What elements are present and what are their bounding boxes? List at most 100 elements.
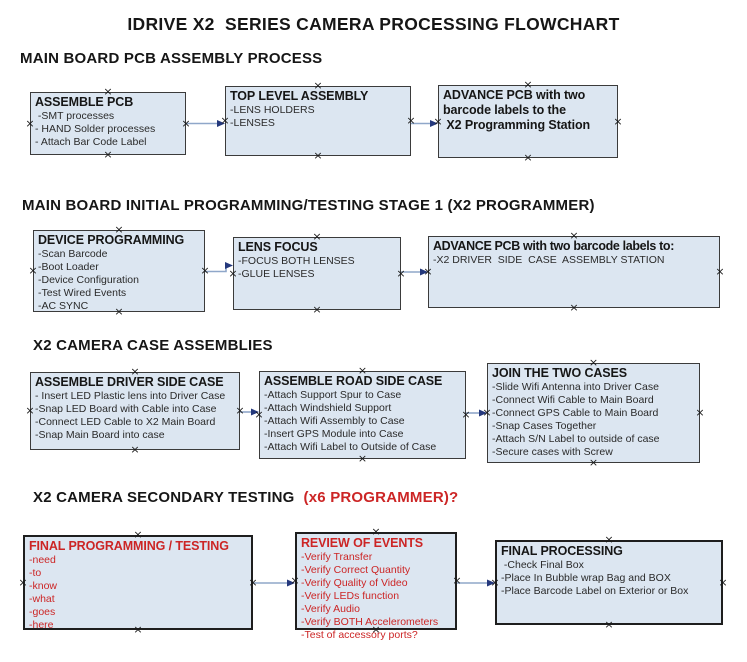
flow-box-advance-pcb-driver-side-station[interactable]: ADVANCE PCB with two barcode labels to: … [428, 236, 720, 308]
box-items: - Insert LED Plastic lens into Driver Ca… [35, 390, 236, 442]
box-title: ADVANCE PCB with two barcode labels to t… [443, 88, 591, 132]
box-item: -what [29, 593, 55, 605]
section-heading-secondary-testing-text: X2 CAMERA SECONDARY TESTING [33, 489, 295, 506]
glue-point-handle: × [114, 222, 124, 236]
box-item: -X2 DRIVER SIDE CASE ASSEMBLY STATION [433, 254, 665, 266]
glue-point-handle: × [371, 524, 381, 538]
glue-point-handle: × [130, 442, 140, 456]
connector-driver-case-to-road-case[interactable] [240, 408, 259, 416]
box-item: -FOCUS BOTH LENSES [238, 255, 355, 267]
glue-point-handle: × [523, 150, 533, 164]
box-item: -Connect LED Cable to X2 Main Board [35, 416, 216, 428]
box-item: -Test Wired Events [38, 287, 127, 299]
box-item: -AC SYNC [38, 300, 89, 312]
box-items: -Scan Barcode-Boot Loader-Device Configu… [38, 248, 201, 313]
glue-point-handle: × [718, 575, 728, 589]
section-heading-pcb-assembly: MAIN BOARD PCB ASSEMBLY PROCESS [20, 50, 323, 67]
box-item: -Attach Windshield Support [264, 402, 392, 414]
glue-point-handle: × [312, 302, 322, 316]
box-items: -LENS HOLDERS-LENSES [230, 104, 407, 130]
glue-point-handle: × [371, 622, 381, 636]
glue-point-handle: × [133, 527, 143, 541]
glue-point-handle: × [357, 363, 368, 377]
glue-point-handle: × [200, 263, 210, 277]
glue-point-handle: × [357, 451, 368, 465]
connector-review-to-final-processing[interactable] [457, 579, 495, 587]
connector-lens-focus-to-advance-station[interactable] [401, 268, 428, 276]
box-title: REVIEW OF EVENTS [301, 536, 424, 550]
glue-point-handle: × [433, 114, 443, 128]
box-item: -Verify Correct Quantity [301, 564, 411, 576]
box-item: -Check Final Box [501, 559, 584, 571]
glue-point-handle: × [254, 407, 264, 421]
flow-box-lens-focus[interactable]: LENS FOCUS -FOCUS BOTH LENSES-GLUE LENSE… [233, 237, 401, 310]
box-item: -to [29, 567, 42, 579]
box-title: TOP LEVEL ASSEMBLY [230, 89, 369, 103]
glue-point-handle: × [181, 116, 191, 130]
connector-road-case-to-join-cases[interactable] [466, 409, 487, 417]
flow-box-final-processing[interactable]: FINAL PROCESSING -Check Final Box-Place … [495, 540, 723, 625]
flow-box-advance-pcb-programming-station[interactable]: ADVANCE PCB with two barcode labels to t… [438, 85, 618, 158]
box-item: -Attach Wifi Label to Outside of Case [264, 441, 437, 453]
glue-point-handle: × [490, 575, 500, 589]
connector-final-programming-to-review[interactable] [253, 579, 295, 587]
box-items: -X2 DRIVER SIDE CASE ASSEMBLY STATION [433, 254, 716, 267]
box-items: -Verify Transfer-Verify Correct Quantity… [301, 551, 452, 642]
box-item: -LENS HOLDERS [230, 104, 315, 116]
glue-point-handle: × [406, 113, 416, 127]
glue-point-handle: × [28, 263, 38, 277]
glue-point-handle: × [482, 405, 492, 419]
box-title: JOIN THE TWO CASES [492, 366, 628, 380]
box-item: -Device Configuration [38, 274, 139, 286]
box-items: -Check Final Box-Place In Bubble wrap Ba… [501, 559, 718, 598]
flow-box-join-the-two-cases[interactable]: JOIN THE TWO CASES -Slide Wifi Antenna i… [487, 363, 700, 463]
glue-point-handle: × [604, 532, 614, 546]
glue-point-handle: × [133, 622, 143, 636]
glue-point-handle: × [715, 264, 725, 278]
glue-point-handle: × [103, 147, 113, 161]
flow-box-review-of-events[interactable]: REVIEW OF EVENTS -Verify Transfer-Verify… [295, 532, 457, 641]
flow-box-final-programming-testing[interactable]: FINAL PROGRAMMING / TESTING -need-to-kno… [23, 535, 253, 631]
box-item: -goes [29, 606, 56, 618]
box-item: -Connect Wifi Cable to Main Board [492, 394, 654, 406]
box-item: -LENSES [230, 117, 275, 129]
flow-box-assemble-driver-side-case[interactable]: ASSEMBLE DRIVER SIDE CASE - Insert LED P… [30, 372, 240, 450]
glue-point-handle: × [290, 573, 300, 587]
connector-top-level-to-advance-pcb[interactable] [411, 120, 438, 127]
flow-box-top-level-assembly[interactable]: TOP LEVEL ASSEMBLY -LENS HOLDERS-LENSES [225, 86, 411, 156]
box-item: -Attach Support Spur to Case [264, 389, 402, 401]
box-item: -SMT processes [35, 110, 115, 122]
box-title: DEVICE PROGRAMMING [38, 233, 185, 247]
box-title: ASSEMBLE ROAD SIDE CASE [264, 374, 443, 388]
box-item: -Attach Wifi Assembly to Case [264, 415, 405, 427]
box-item: - Insert LED Plastic lens into Driver Ca… [35, 390, 226, 402]
connector-device-programming-to-lens-focus[interactable] [205, 262, 233, 273]
box-item: -need [29, 554, 56, 566]
box-item: -Secure cases with Screw [492, 446, 613, 458]
glue-point-handle: × [313, 148, 323, 162]
box-items: -Attach Support Spur to Case-Attach Wind… [264, 389, 462, 454]
box-item: - HAND Solder processes [35, 123, 156, 135]
flow-box-device-programming[interactable]: DEVICE PROGRAMMING -Scan Barcode-Boot Lo… [33, 230, 205, 312]
glue-point-handle: × [588, 455, 599, 469]
connector-assemble-pcb-to-top-level[interactable] [186, 120, 225, 127]
glue-point-handle: × [604, 617, 614, 631]
flow-box-assemble-road-side-case[interactable]: ASSEMBLE ROAD SIDE CASE -Attach Support … [259, 371, 466, 459]
glue-point-handle: × [569, 300, 579, 314]
page-title: IDRIVE X2 SERIES CAMERA PROCESSING FLOWC… [127, 14, 620, 34]
box-items: -Slide Wifi Antenna into Driver Case-Con… [492, 381, 696, 459]
box-item: -Snap LED Board with Cable into Case [35, 403, 217, 415]
box-item: -Attach S/N Label to outside of case [492, 433, 660, 445]
glue-point-handle: × [103, 84, 113, 98]
glue-point-handle: × [312, 229, 322, 243]
box-item: -Place In Bubble wrap Bag and BOX [501, 572, 671, 584]
glue-point-handle: × [588, 355, 599, 369]
flow-box-assemble-pcb[interactable]: ASSEMBLE PCB -SMT processes- HAND Solder… [30, 92, 186, 155]
box-item: - Attach Bar Code Label [35, 136, 147, 148]
box-item: -Verify Transfer [301, 551, 373, 563]
box-title: ASSEMBLE DRIVER SIDE CASE [35, 375, 224, 389]
box-item: -Insert GPS Module into Case [264, 428, 404, 440]
glue-point-handle: × [235, 403, 245, 417]
box-items: -SMT processes- HAND Solder processes- A… [35, 110, 182, 149]
glue-point-handle: × [569, 228, 579, 242]
